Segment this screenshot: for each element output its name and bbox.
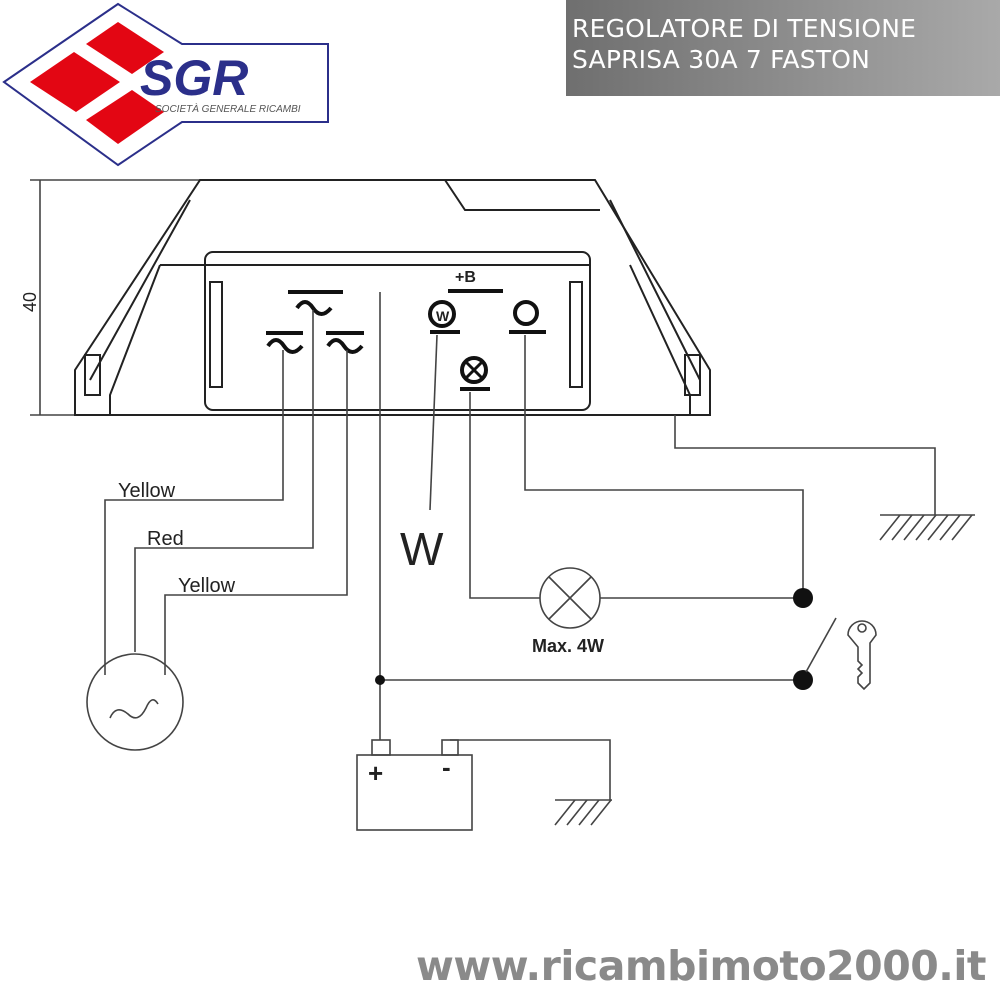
height-dimension: 40 — [20, 179, 200, 416]
regulator-body — [74, 179, 711, 416]
wires — [104, 292, 936, 800]
key-icon — [847, 620, 877, 691]
wire-label-yellow-2: Yellow — [178, 575, 236, 597]
title-banner: REGOLATORE DI TENSIONE SAPRISA 30A 7 FAS… — [566, 0, 1000, 96]
logo-mark: SGR — [140, 50, 248, 106]
battery-minus: - — [442, 752, 451, 782]
wire-yellow-2 — [164, 350, 348, 675]
wire-red — [134, 310, 314, 652]
dimension-label: 40 — [20, 292, 40, 312]
wire-yellow-1 — [104, 350, 284, 675]
switch-contact-bottom — [793, 670, 813, 690]
wire-ground-terminal — [524, 335, 804, 598]
wire-lamp — [469, 392, 803, 599]
w-terminal-letter: W — [436, 308, 450, 324]
switch-contact-top — [793, 588, 813, 608]
ignition-switch — [805, 617, 837, 673]
terminals — [266, 289, 546, 391]
battery-plus: + — [368, 758, 383, 788]
plus-b-terminal-label: +B — [455, 269, 476, 286]
title-line-2: SAPRISA 30A 7 FASTON — [572, 45, 871, 74]
wire-plus-b — [379, 292, 803, 740]
lamp-max-label: Max. 4W — [532, 636, 604, 656]
wire-label-red: Red — [147, 528, 184, 550]
junction-dot — [375, 675, 385, 685]
title-line-1: REGOLATORE DI TENSIONE — [572, 14, 917, 43]
wire-case-ground — [674, 415, 936, 515]
warning-lamp-icon — [539, 567, 601, 629]
w-label: W — [400, 523, 444, 575]
logo-tagline: SOCIETÀ GENERALE RICAMBI — [155, 102, 301, 115]
wire-w — [429, 334, 438, 511]
battery-icon — [356, 739, 473, 831]
alternator-icon — [86, 653, 184, 751]
wire-label-yellow-1: Yellow — [118, 480, 176, 502]
website-url: www.ricambimoto2000.it — [416, 942, 986, 990]
sgr-logo: SGR SOCIETÀ GENERALE RICAMBI — [2, 2, 329, 167]
wire-battery-minus — [450, 739, 611, 800]
ground-symbols — [554, 514, 975, 826]
